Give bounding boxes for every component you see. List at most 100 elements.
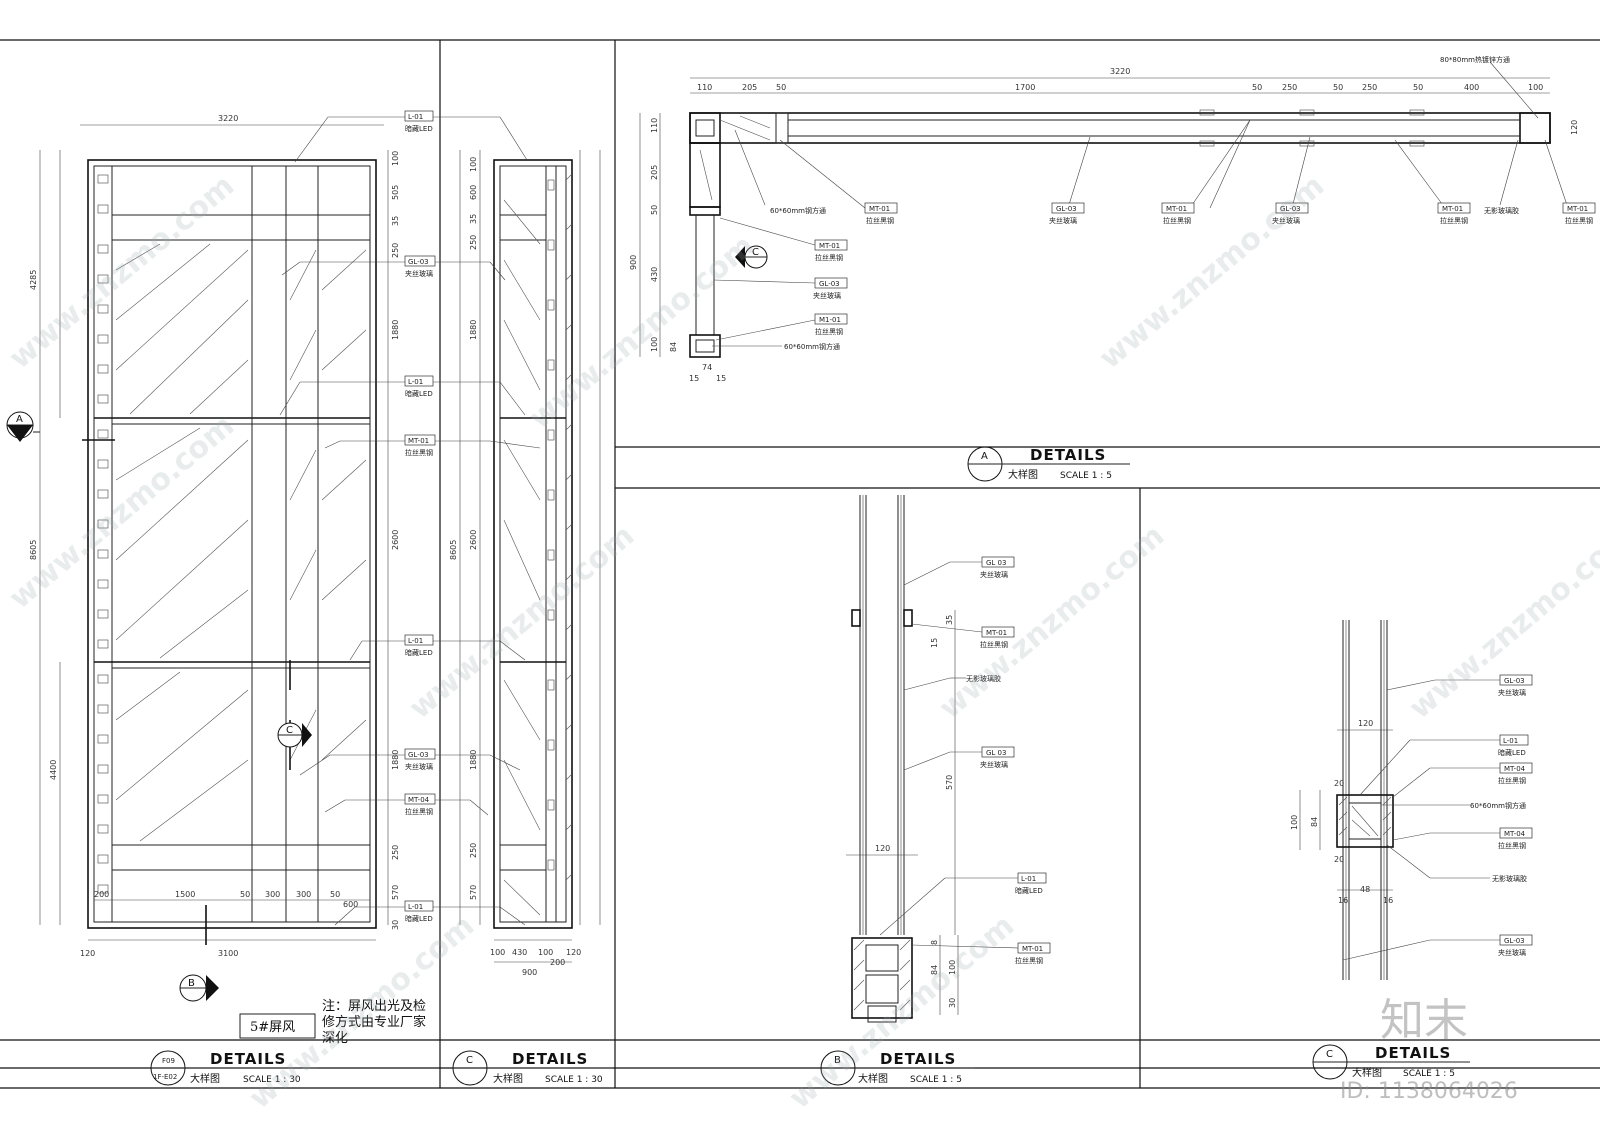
dim-elev-r4: 1880 [391, 320, 400, 340]
detb-gl03-mid-desc: 夹丝玻璃 [980, 760, 1008, 769]
elev-l01-low-code: L-01 [408, 637, 423, 645]
section-marker-c: C [277, 660, 312, 770]
tb3-scale: SCALE 1 : 5 [910, 1075, 962, 1085]
watermark-3: www.znzmo.com [243, 908, 481, 1116]
section-marker-c-letter: C [286, 725, 293, 736]
tb4-scale: SCALE 1 : 5 [1403, 1069, 1455, 1079]
dim-elev-right-column: 100 505 35 250 1880 2600 1880 250 570 30 [391, 151, 400, 930]
elev-gl03-low-code: GL-03 [408, 751, 429, 759]
watermark-logo: 知末 [1380, 995, 1468, 1046]
dim-detb-1: 15 [930, 638, 939, 648]
elev-l01-mid-desc: 暗藏LED [405, 389, 433, 398]
detb-callout-glue: 无影玻璃胶 [903, 674, 1001, 691]
dim-plan-total: 3220 [1110, 67, 1130, 76]
dim-plan-l3: 430 [650, 267, 659, 282]
tb3-title: DETAILS [880, 1050, 956, 1068]
dim-detb-2: 570 [945, 775, 954, 790]
plan-gl03-c-desc: 夹丝玻璃 [813, 291, 841, 300]
dim-side-l8: 570 [469, 885, 478, 900]
detc-glue-text: 无影玻璃胶 [1492, 874, 1527, 883]
plan-mt01-b-code: MT-01 [1166, 205, 1187, 213]
dim-detc-7: 16 [1383, 896, 1393, 905]
note-line-2: 修方式由专业厂家 [322, 1014, 426, 1030]
section-marker-a: A [6, 411, 115, 442]
dim-elev-b0: 200 [94, 890, 109, 899]
dim-side-b1: 430 [512, 948, 527, 957]
elev-gl03-low-desc: 夹丝玻璃 [405, 762, 433, 771]
detc-mt04-top-desc: 拉丝黑钢 [1498, 776, 1526, 785]
plan-callout-steel60-top: 60*60mm钢方通 [734, 129, 826, 215]
detc-gl03-top-desc: 夹丝玻璃 [1498, 688, 1526, 697]
detb-glue-text: 无影玻璃胶 [966, 674, 1001, 683]
tb4-title: DETAILS [1375, 1044, 1451, 1062]
dim-detc-1: 20 [1334, 779, 1344, 788]
dim-elev-r1: 505 [391, 185, 400, 200]
title-block-2: C DETAILS 大样图 SCALE 1 : 30 [452, 1050, 612, 1086]
watermark-4: www.znzmo.com [403, 518, 641, 726]
detail-c: 120 20 84 100 20 16 48 16 GL-03 夹丝玻璃 L-0… [1290, 620, 1533, 980]
dim-plan-t0: 110 [697, 83, 712, 92]
dim-plan-l0: 110 [650, 118, 659, 133]
elev-mt01-desc: 拉丝黑钢 [405, 448, 433, 457]
dim-elev-b5: 50 [330, 890, 340, 899]
dim-elev-r0: 100 [391, 151, 400, 166]
detc-callout-l01: L-01 暗藏LED [1359, 734, 1529, 796]
watermark-id: ID: 1138064026 [1340, 1079, 1518, 1104]
elev-l01-bottom-code: L-01 [408, 903, 423, 911]
dim-detc-4: 20 [1334, 855, 1344, 864]
plan-m101-code: M1-01 [819, 316, 841, 324]
dim-plan-t10: 100 [1528, 83, 1543, 92]
elev-callout-l01-bottom: L-01 暗藏LED [334, 900, 434, 926]
plan-mt01-b-desc: 拉丝黑钢 [1163, 216, 1191, 225]
dim-detc-5: 16 [1338, 896, 1348, 905]
dim-elev-b4: 300 [296, 890, 311, 899]
elev-callout-l01-mid: L-01 暗藏LED [279, 375, 434, 416]
plan-callout-mt01-d: MT-01 拉丝黑钢 [1544, 139, 1596, 225]
plan-mt01-c-code: MT-01 [1442, 205, 1463, 213]
elev-mt01-code: MT-01 [408, 437, 429, 445]
plan-callout-gl03-c: GL-03 夹丝玻璃 [713, 277, 848, 300]
dim-plan-left-column: 110 205 50 430 100 84 [650, 118, 678, 352]
dim-plan-bottom-row: 15 74 15 [689, 363, 726, 383]
detb-callout-gl03-mid: GL 03 夹丝玻璃 [903, 746, 1015, 771]
plan-steel80-text: 80*80mm热镀锌方通 [1440, 55, 1510, 64]
dim-elev-r9: 30 [391, 920, 400, 930]
detail-b: 35 15 570 120 8 84 100 30 GL 03 夹丝玻璃 MT-… [846, 495, 1051, 1023]
section-marker-b: B [179, 905, 219, 1002]
elev-l01-mid-code: L-01 [408, 378, 423, 386]
dim-detc-list: 120 20 84 100 20 16 48 16 [1290, 719, 1393, 905]
dim-side-left-column: 100 600 35 250 1880 2600 1880 250 570 [469, 157, 478, 900]
detb-gl03-top-desc: 夹丝玻璃 [980, 570, 1008, 579]
detc-callout-mt04-low: MT-04 拉丝黑钢 [1392, 827, 1533, 850]
dim-detb-7: 30 [948, 998, 957, 1008]
dim-elev-h2: 8605 [29, 540, 38, 560]
plan-mt01-d-desc: 拉丝黑钢 [1565, 216, 1593, 225]
dim-elev-b3: 300 [265, 890, 280, 899]
plan-mt01-e-desc: 拉丝黑钢 [815, 253, 843, 262]
side-leader-lines [433, 116, 541, 926]
tb5-subtitle: 大样图 [1008, 468, 1038, 481]
dim-side-l2: 35 [469, 214, 478, 224]
section-marker-a-letter: A [16, 414, 23, 425]
dim-elev-r6: 1880 [391, 750, 400, 770]
detb-mt01-low-desc: 拉丝黑钢 [1015, 956, 1043, 965]
dim-side-bottom-row: 100 430 100 200 120 [490, 948, 581, 967]
tb2-id: C [466, 1055, 473, 1066]
plan-section-a: 3220 110 205 50 1700 50 250 50 250 50 40… [629, 55, 1596, 383]
dim-plan-t8: 50 [1413, 83, 1423, 92]
detb-l01-desc: 暗藏LED [1015, 886, 1043, 895]
dim-side-l0: 100 [469, 157, 478, 172]
detc-callout-steel60: 60*60mm钢方通 [1381, 801, 1526, 810]
dim-plan-height: 900 [629, 255, 638, 270]
detb-callout-gl03-top: GL 03 夹丝玻璃 [903, 556, 1015, 586]
detc-gl03-low-code: GL-03 [1504, 937, 1525, 945]
dim-plan-b2: 15 [716, 374, 726, 383]
plan-callout-mt01-c: MT-01 拉丝黑钢 [1394, 139, 1471, 225]
dim-plan-top-row: 110 205 50 1700 50 250 50 250 50 400 100 [697, 83, 1543, 92]
tb1-id: F09 [162, 1057, 175, 1065]
plan-callout-m101: M1-01 拉丝黑钢 [715, 313, 848, 341]
dim-elev-h3: 4400 [49, 760, 58, 780]
dim-side-l3: 250 [469, 235, 478, 250]
section-marker-b-letter: B [188, 978, 195, 989]
